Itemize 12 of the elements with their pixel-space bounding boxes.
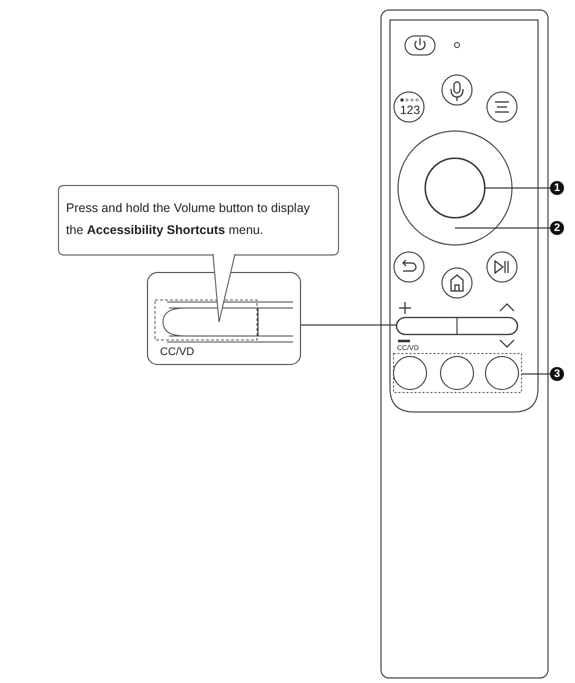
select-button [425, 158, 485, 218]
leader-line [300, 324, 396, 326]
direction-pad [398, 131, 512, 245]
app-buttons-group [393, 353, 522, 393]
callout-bubble [58, 185, 339, 256]
label-text: CC/VD [160, 347, 194, 358]
volume-rocker [396, 317, 518, 335]
callout-number: 2 [550, 221, 564, 235]
callout-number: 3 [550, 367, 564, 381]
callout-number: 1 [550, 181, 564, 195]
callout-text: Press and hold the Volume button to display the Accessibility Shortcuts menu. [66, 200, 311, 239]
button-label: 123 [400, 104, 420, 116]
